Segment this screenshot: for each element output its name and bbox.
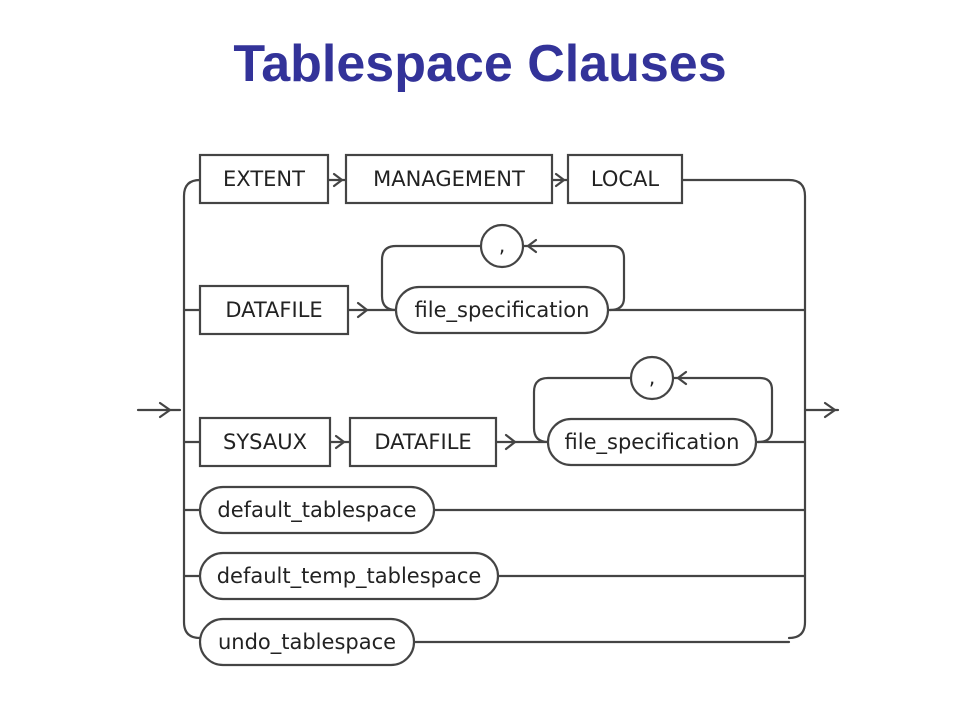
arrow-icon xyxy=(504,433,517,451)
slide-title: Tablespace Clauses xyxy=(233,35,727,93)
item-label: default_temp_tablespace xyxy=(217,564,482,589)
keyword-box-local: LOCAL xyxy=(566,153,684,205)
exit-arrow-icon xyxy=(823,401,837,419)
keyword-label: LOCAL xyxy=(591,167,660,191)
keyword-label: DATAFILE xyxy=(374,430,471,454)
repeat-loop xyxy=(380,244,482,312)
keyword-box-management: MANAGEMENT xyxy=(344,153,554,205)
item-default-temp-tablespace: default_temp_tablespace xyxy=(198,551,500,601)
keyword-label: MANAGEMENT xyxy=(373,167,525,191)
svg-text:,: , xyxy=(649,365,655,389)
keyword-label: EXTENT xyxy=(223,167,305,191)
item-label: default_tablespace xyxy=(217,498,416,523)
item-label: file_specification xyxy=(415,298,590,323)
keyword-label: SYSAUX xyxy=(223,430,307,454)
item-file-specification: file_specification xyxy=(394,285,610,335)
keyword-box-extent: EXTENT xyxy=(198,153,330,205)
arrow-icon xyxy=(356,301,369,319)
svg-text:,: , xyxy=(499,233,505,257)
separator-comma: , xyxy=(629,355,675,401)
keyword-box-datafile: DATAFILE xyxy=(348,416,498,468)
separator-comma: , xyxy=(479,223,525,269)
arrow-icon xyxy=(332,172,344,188)
arrow-icon xyxy=(334,434,346,450)
keyword-label: DATAFILE xyxy=(225,298,322,322)
arrow-icon xyxy=(676,370,688,386)
item-label: undo_tablespace xyxy=(218,630,396,655)
keyword-box-sysaux: SYSAUX xyxy=(198,416,332,468)
item-undo-tablespace: undo_tablespace xyxy=(198,617,416,667)
entry-arrow-icon xyxy=(158,401,172,419)
repeat-loop xyxy=(532,376,632,444)
item-default-tablespace: default_tablespace xyxy=(198,485,436,535)
left-rail xyxy=(182,178,202,640)
item-file-specification: file_specification xyxy=(546,417,758,467)
arrow-icon xyxy=(554,172,566,188)
right-rail xyxy=(680,178,807,640)
arrow-icon xyxy=(526,238,538,254)
item-label: file_specification xyxy=(565,430,740,455)
keyword-box-datafile: DATAFILE xyxy=(198,284,350,336)
